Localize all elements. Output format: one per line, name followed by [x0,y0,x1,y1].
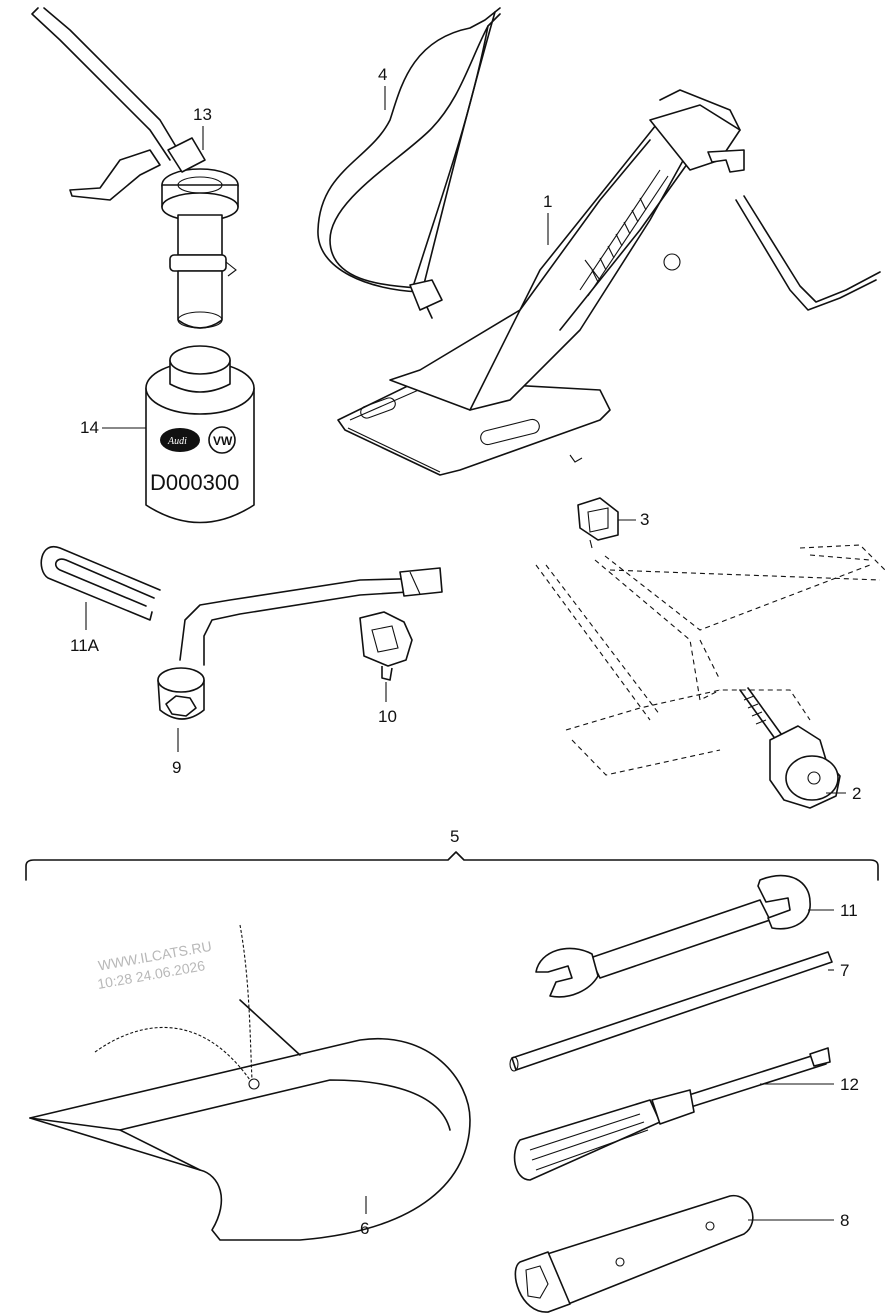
strap [317,7,501,319]
label-11a: 11A [70,636,100,655]
tommy-bar [509,951,833,1072]
label-9: 9 [172,758,181,777]
can-part-number: D000300 [150,470,239,495]
label-10: 10 [378,707,397,726]
retaining-clip [577,497,619,549]
open-end-wrench [535,874,811,998]
tool-pouch [29,924,471,1241]
label-2: 2 [852,784,861,803]
label-11: 11 [840,901,858,920]
audi-logo-badge [160,428,200,452]
label-5: 5 [450,827,459,846]
clamp-10 [359,611,413,681]
label-7: 7 [840,961,849,980]
label-6: 6 [360,1219,369,1238]
label-4: 4 [378,65,387,84]
kit-bracket [25,851,879,881]
wheel-wrench [157,567,443,720]
grease-can: Audi VW D000300 [145,345,255,524]
vw-logo-badge [208,426,236,454]
label-8: 8 [840,1211,849,1230]
audi-logo-text: Audi [167,436,187,447]
label-13: 13 [193,105,212,124]
label-3: 3 [640,510,649,529]
scissor-jack [337,89,881,476]
screwdriver [513,1047,831,1181]
label-14: 14 [80,418,99,437]
label-12: 12 [840,1075,859,1094]
box-wrench [514,1195,754,1313]
pump-assembly [31,7,239,329]
knob-with-mount [535,544,886,809]
watermark: WWW.ILCATS.RU 10:28 24.06.2026 [96,938,213,992]
vw-logo-text: VW [213,434,233,448]
label-1: 1 [543,192,552,211]
spring-clip-11a [40,545,161,621]
